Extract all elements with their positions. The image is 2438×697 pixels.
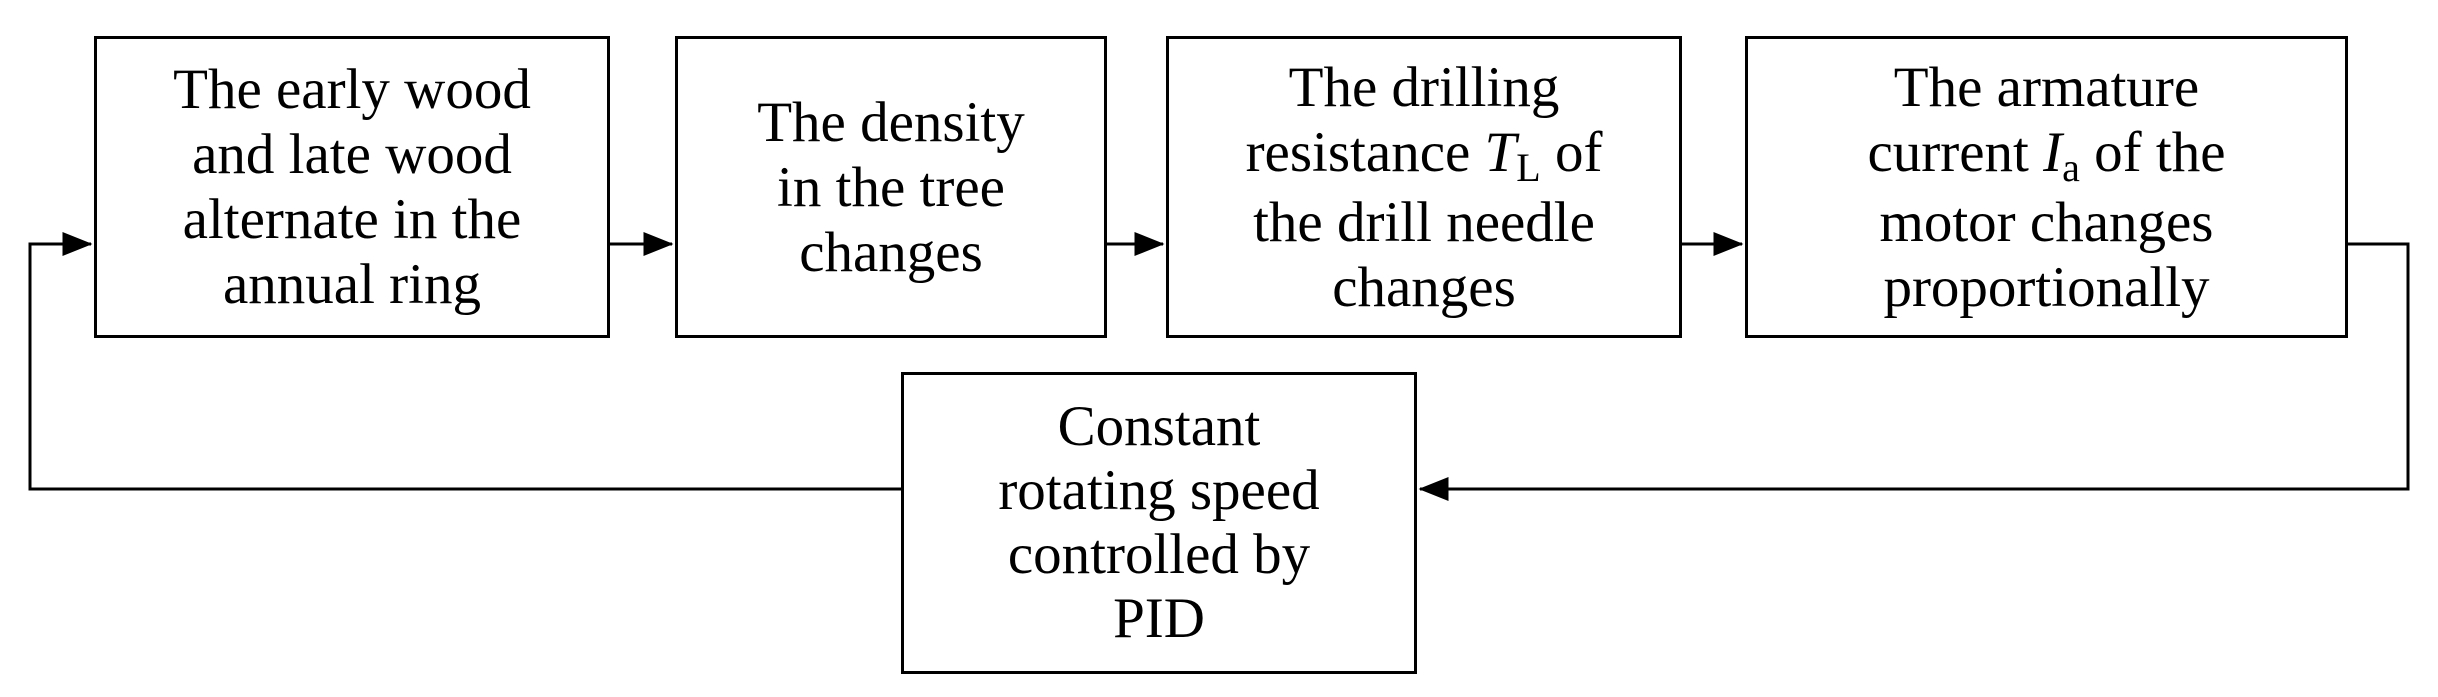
box-pid-control-line-2: rotating speed <box>998 459 1320 522</box>
box-early-late-wood-line-2: and late wood <box>192 123 512 186</box>
box-pid-control-line-4: PID <box>1113 587 1205 650</box>
box-armature-current-line-4: proportionally <box>1883 255 2210 319</box>
box-pid-control-line-3: controlled by <box>1007 523 1311 586</box>
box-drilling-resistance: The drilling resistance TL of the drill … <box>1166 36 1682 338</box>
box-early-late-wood: The early wood and late wood alternate i… <box>94 36 610 338</box>
box-armature-current-line-2: current Ia of the <box>1867 120 2225 190</box>
box-early-late-wood-line-4: annual ring <box>222 253 481 316</box>
box-drilling-resistance-line-2: resistance TL of <box>1246 120 1603 190</box>
box-density-line-1: The density <box>757 90 1025 154</box>
box-drilling-resistance-line-3: the drill needle <box>1253 190 1595 254</box>
torque-symbol-subscript: L <box>1516 144 1541 190</box>
box-pid-control: Constant rotating speed controlled by PI… <box>901 372 1417 674</box>
arrow-pid-to-early-wood <box>28 232 901 491</box>
current-symbol-subscript: a <box>2062 144 2080 190</box>
torque-symbol-letter: T <box>1484 120 1517 184</box>
box-armature-current: The armature current Ia of the motor cha… <box>1745 36 2348 338</box>
arrow-current-to-pid <box>1418 242 2410 501</box>
box-density-line-2: in the tree <box>777 155 1005 219</box>
box-armature-current-line-1: The armature <box>1893 55 2200 119</box>
current-suffix: of the <box>2079 120 2226 184</box>
box-pid-control-line-1: Constant <box>1057 395 1261 458</box>
box-density-line-3: changes <box>799 220 983 284</box>
box-early-late-wood-line-3: alternate in the <box>182 188 522 251</box>
current-symbol: Ia <box>2043 120 2080 190</box>
torque-symbol: TL <box>1484 120 1541 190</box>
current-symbol-letter: I <box>2043 120 2063 184</box>
box-drilling-resistance-line-1: The drilling <box>1288 55 1560 119</box>
resistance-suffix: of <box>1540 120 1603 184</box>
box-density: The density in the tree changes <box>675 36 1107 338</box>
resistance-prefix: resistance <box>1245 120 1485 184</box>
box-drilling-resistance-line-4: changes <box>1332 255 1516 319</box>
box-armature-current-line-3: motor changes <box>1879 190 2214 254</box>
current-prefix: current <box>1867 120 2044 184</box>
box-early-late-wood-line-1: The early wood <box>173 58 531 121</box>
